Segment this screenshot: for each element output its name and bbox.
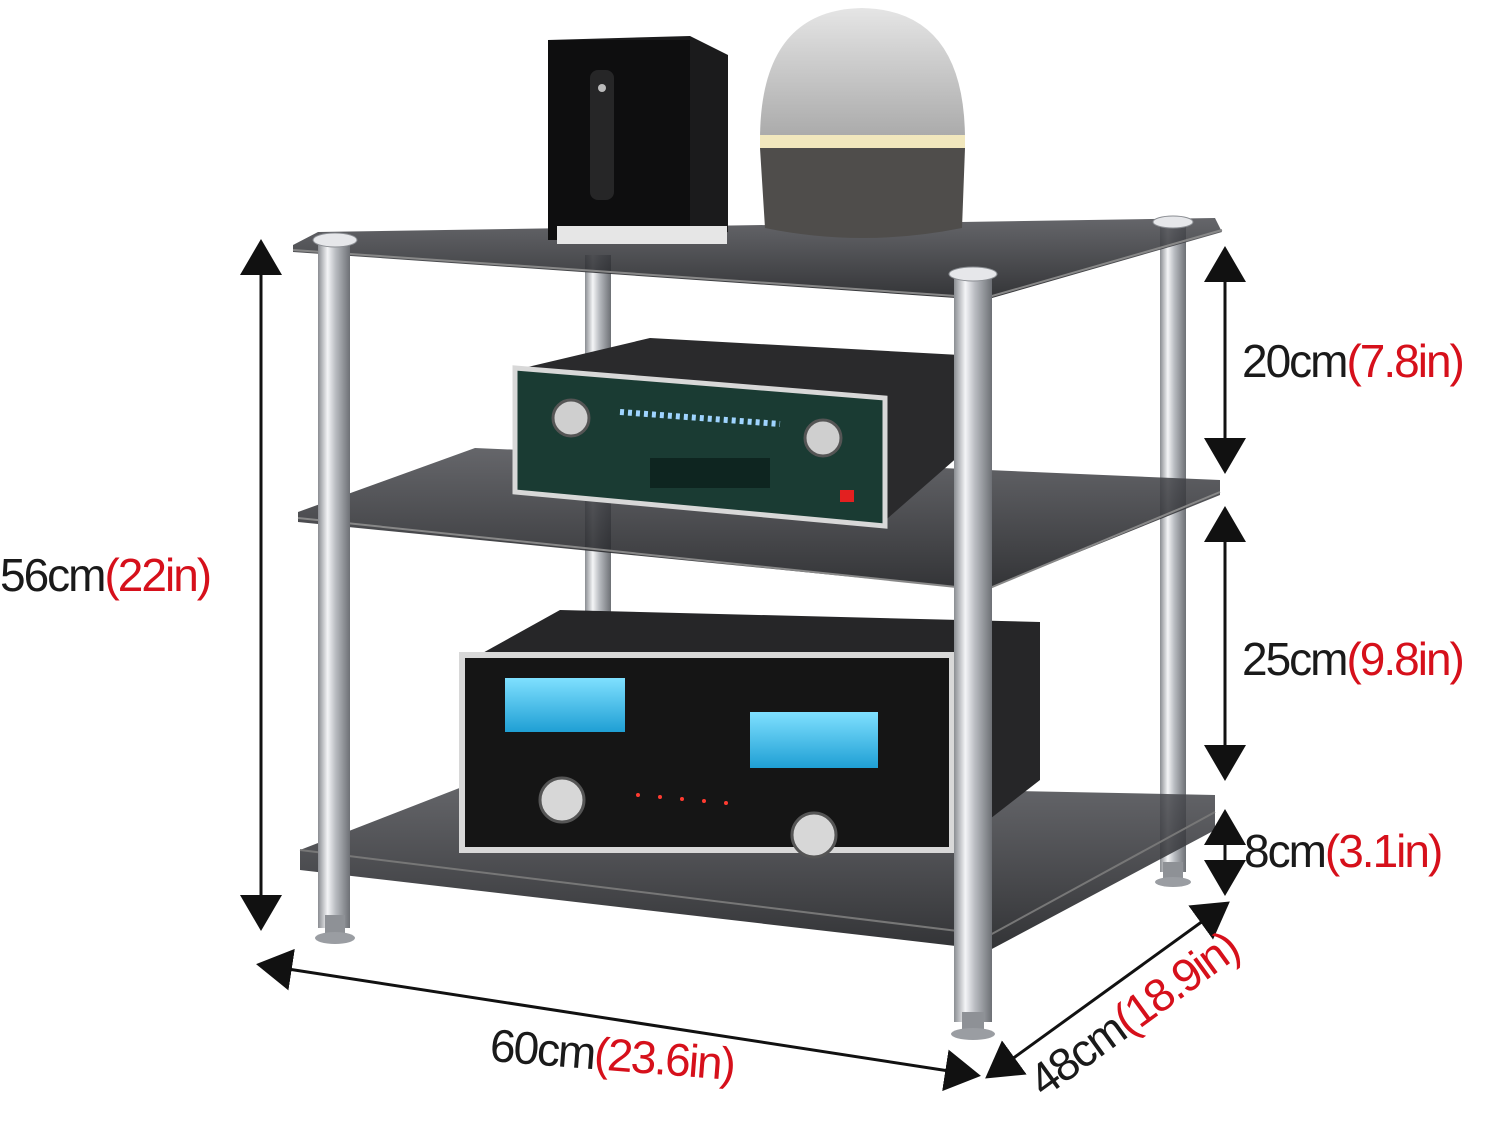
width-metric: 60cm [488, 1019, 597, 1080]
meter-lights-knob [538, 776, 586, 824]
dimension-arrows [240, 239, 1246, 1092]
tuner-right-knob [803, 418, 843, 458]
router-device [548, 36, 728, 244]
height-total-metric: 56cm [0, 549, 106, 601]
top-gap-label: 20cm(7.8in) [1242, 335, 1465, 387]
width-imperial: (23.6in) [592, 1027, 736, 1091]
left-vu-meter [505, 678, 625, 732]
tuner [512, 338, 960, 529]
smart-speaker [760, 8, 965, 238]
bottom-gap-label: 8cm(3.1in) [1244, 825, 1443, 877]
bottom-gap-imperial: (3.1in) [1324, 825, 1443, 877]
bottom-gap-metric: 8cm [1244, 825, 1327, 877]
front-posts [312, 215, 1194, 1040]
right-vu-meter [750, 712, 878, 768]
height-total-label: 56cm(22in) [0, 549, 212, 601]
power-control-knob [790, 811, 838, 859]
height-total-imperial: (22in) [104, 549, 212, 601]
power-amplifier [459, 610, 1040, 859]
top-gap-imperial: (7.8in) [1346, 335, 1464, 387]
depth-arrow [985, 901, 1230, 1079]
top-shelf [292, 218, 1223, 300]
middle-gap-metric: 25cm [1242, 633, 1348, 685]
width-arrow [256, 948, 981, 1092]
middle-gap-label: 25cm(9.8in) [1242, 633, 1465, 685]
middle-gap-imperial: (9.8in) [1346, 633, 1464, 685]
top-gap-metric: 20cm [1242, 335, 1348, 387]
tuner-left-knob [551, 398, 591, 438]
